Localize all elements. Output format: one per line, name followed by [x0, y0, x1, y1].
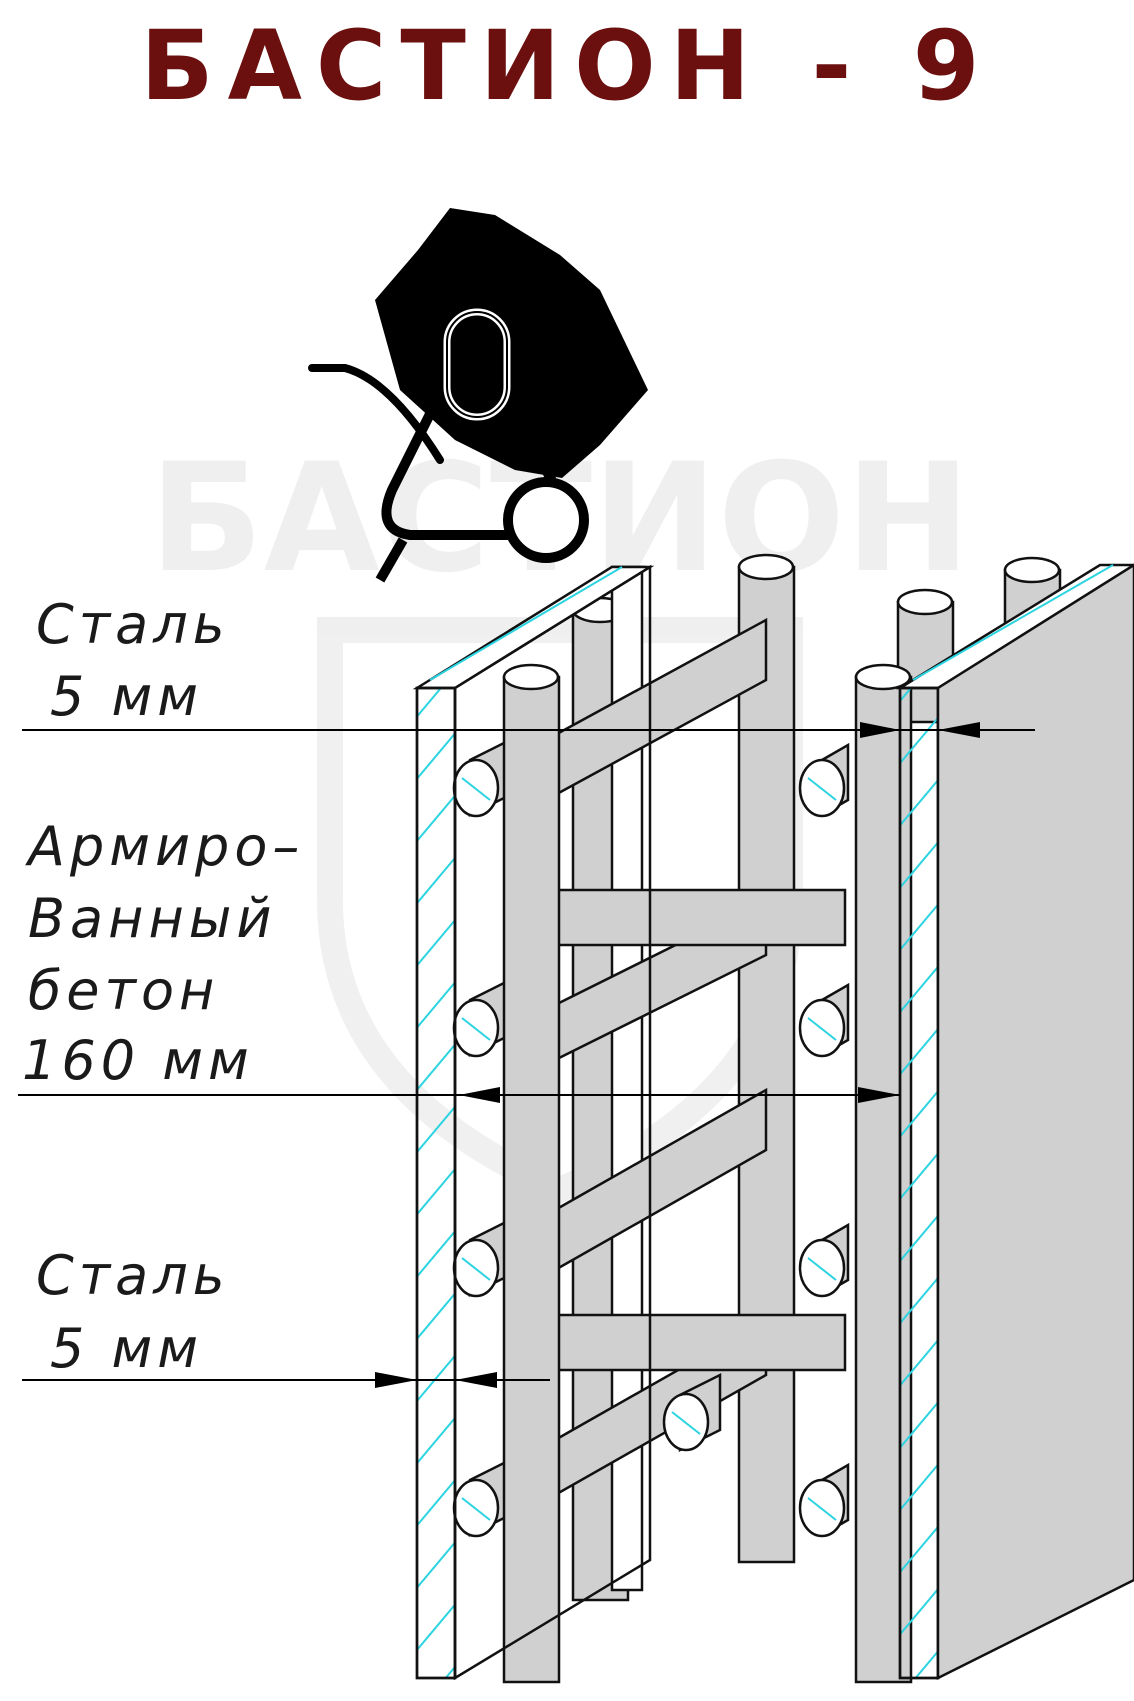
label-concrete-2: Ванный	[28, 887, 277, 950]
label-steel-bottom-1: Сталь	[36, 1244, 230, 1307]
stub-right-3	[798, 1222, 850, 1298]
page-title: БАСТИОН - 9	[140, 10, 994, 122]
stub-right-4	[798, 1462, 850, 1538]
horizontal-connectors	[553, 888, 847, 1372]
label-concrete-4: 160 мм	[22, 1029, 254, 1092]
dimension-lines	[18, 722, 1035, 1388]
rod-back-center	[737, 565, 796, 1564]
label-concrete-1: Армиро–	[28, 815, 305, 878]
front-right-steel-sheet	[895, 563, 1134, 1681]
stub-mid	[662, 1372, 722, 1453]
label-steel-bottom-2: 5 мм	[50, 1317, 203, 1380]
stub-right-1	[798, 742, 850, 818]
dimension-top-steel	[22, 722, 1035, 738]
concrete-mixer-icon	[308, 208, 648, 583]
label-concrete-3: бетон	[28, 959, 220, 1022]
dimension-bottom-steel	[22, 1372, 550, 1388]
dimension-concrete	[18, 1087, 900, 1103]
connector-horiz-1	[553, 888, 847, 947]
stub-right-2	[798, 982, 850, 1058]
connector-horiz-2	[553, 1313, 847, 1372]
front-left-steel-sheet	[412, 564, 655, 1681]
label-steel-top-2: 5 мм	[50, 665, 203, 728]
label-steel-top-1: Сталь	[36, 593, 230, 656]
rod-front-left	[502, 675, 561, 1684]
